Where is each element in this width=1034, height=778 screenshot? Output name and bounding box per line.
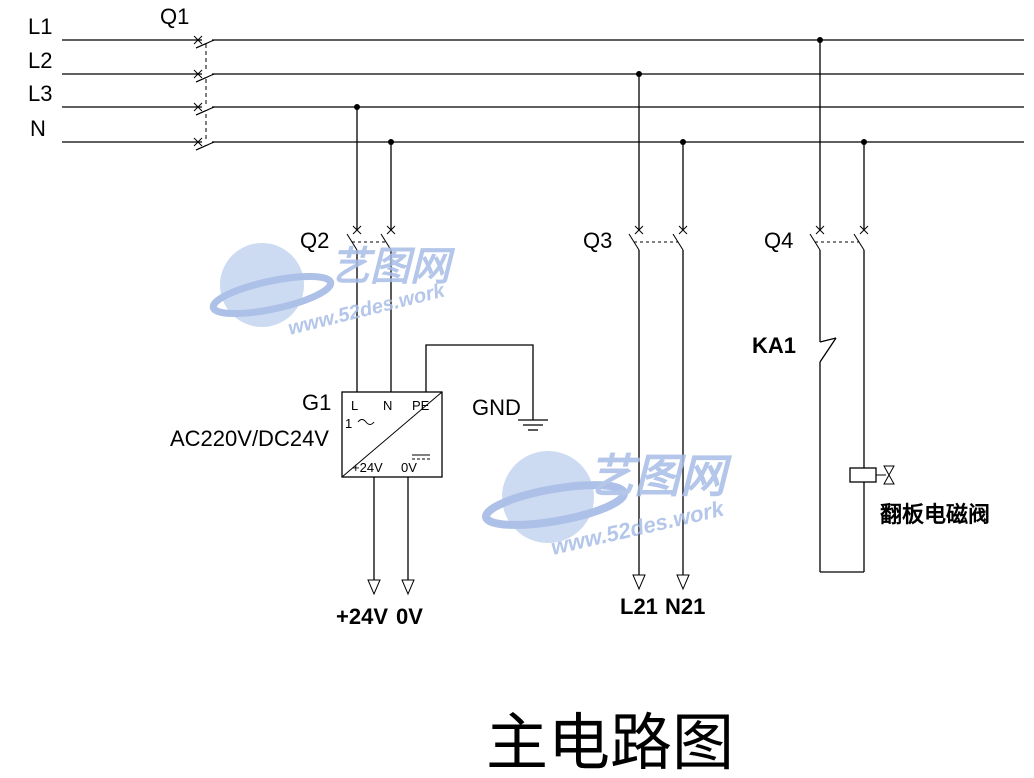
dc-output-wires <box>367 477 415 596</box>
watermark-globe-icon <box>209 243 335 327</box>
breaker-q2-label: Q2 <box>300 228 329 253</box>
watermark-lower: 艺图网 www.52des.work <box>482 450 732 560</box>
output-0v-label: 0V <box>396 604 423 629</box>
power-supply-out-pos: +24V <box>352 460 383 475</box>
power-supply-pin-pe: PE <box>412 398 430 413</box>
breaker-q3-symbol <box>628 74 690 591</box>
output-plus24v-label: +24V <box>336 604 388 629</box>
bus-l1-label: L1 <box>28 14 52 39</box>
relay-ka1-label: KA1 <box>752 333 796 358</box>
junction-dots <box>354 37 867 145</box>
breaker-q4-label: Q4 <box>764 228 793 253</box>
bus-l2-label: L2 <box>28 48 52 73</box>
watermark-globe-icon-lower <box>482 451 628 543</box>
output-n21-label: N21 <box>665 594 705 619</box>
breaker-q1-symbol <box>193 35 215 151</box>
relay-ka1-contact <box>819 250 837 572</box>
power-supply-name: G1 <box>302 390 331 415</box>
power-supply-phase: 1 <box>345 416 352 431</box>
breaker-q4-symbol <box>809 40 869 251</box>
ground-label: GND <box>472 395 521 420</box>
power-supply-pin-n: N <box>383 398 392 413</box>
power-supply-spec: AC220V/DC24V <box>170 426 329 451</box>
watermark-brand-upper: 艺图网 <box>330 245 456 289</box>
breaker-q1-label: Q1 <box>160 4 189 29</box>
valve-label: 翻板电磁阀 <box>880 502 990 528</box>
output-l21-label: L21 <box>620 594 658 619</box>
breaker-q2-symbol <box>346 107 396 392</box>
pe-ground-wire <box>425 344 548 431</box>
power-supply-pin-l: L <box>351 398 358 413</box>
bus-n-label: N <box>30 116 46 141</box>
bus-lines <box>62 39 1024 143</box>
diagram-title: 主电路图 <box>486 706 734 778</box>
power-supply-out-neg: 0V <box>401 460 417 475</box>
watermark-upper: 艺图网 www.52des.work <box>209 243 456 340</box>
watermark-brand-lower: 艺图网 <box>588 450 732 502</box>
breaker-q3-label: Q3 <box>583 228 612 253</box>
bus-l3-label: L3 <box>28 81 52 106</box>
power-supply-g1 <box>341 391 443 478</box>
solenoid-valve <box>820 250 895 573</box>
